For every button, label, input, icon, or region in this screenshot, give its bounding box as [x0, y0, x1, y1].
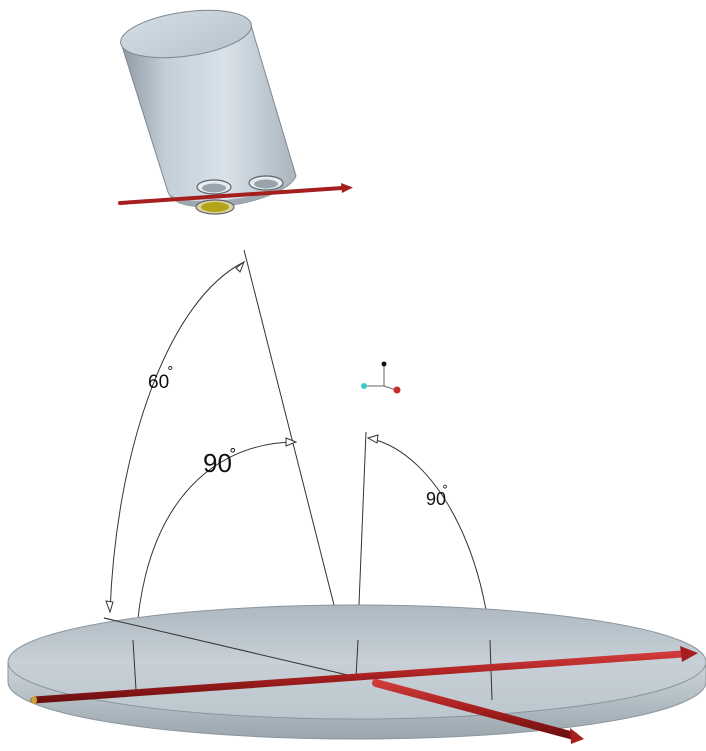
horizontal-axis-arrow[interactable]	[30, 646, 698, 704]
angle-60-unit: °	[167, 365, 174, 380]
lens-port-left	[196, 179, 232, 195]
lens-port-right	[248, 175, 284, 191]
angle-90-right-value: 90	[426, 489, 446, 509]
angle-90-left-value: 90	[203, 448, 232, 478]
triad-y-dot	[361, 383, 367, 389]
arrowhead-60-top	[235, 260, 246, 273]
arc-60	[109, 261, 245, 613]
arrowhead-60-bottom	[105, 600, 114, 614]
coordinate-triad-icon	[361, 361, 401, 394]
angle-90-right-unit: °	[442, 483, 448, 497]
base-disk[interactable]	[7, 604, 706, 740]
arrowhead-90-left-top	[285, 437, 298, 447]
camera-cylinder[interactable]	[118, 3, 297, 215]
angle-60-value: 60	[148, 372, 169, 393]
angle-label-60: 60 °	[148, 365, 174, 393]
angle-label-90-left: 90 °	[203, 445, 237, 478]
arrowhead-90-right-top	[366, 434, 379, 444]
angle-label-90-right: 90 °	[426, 483, 448, 509]
triad-z-dot	[381, 361, 387, 367]
depth-axis-arrow[interactable]	[372, 679, 584, 744]
camera-axis-arrow[interactable]	[118, 183, 353, 205]
triad-x-dot	[393, 386, 401, 394]
lens-center-yellow	[195, 199, 235, 215]
angle-90-left-unit: °	[229, 445, 237, 463]
